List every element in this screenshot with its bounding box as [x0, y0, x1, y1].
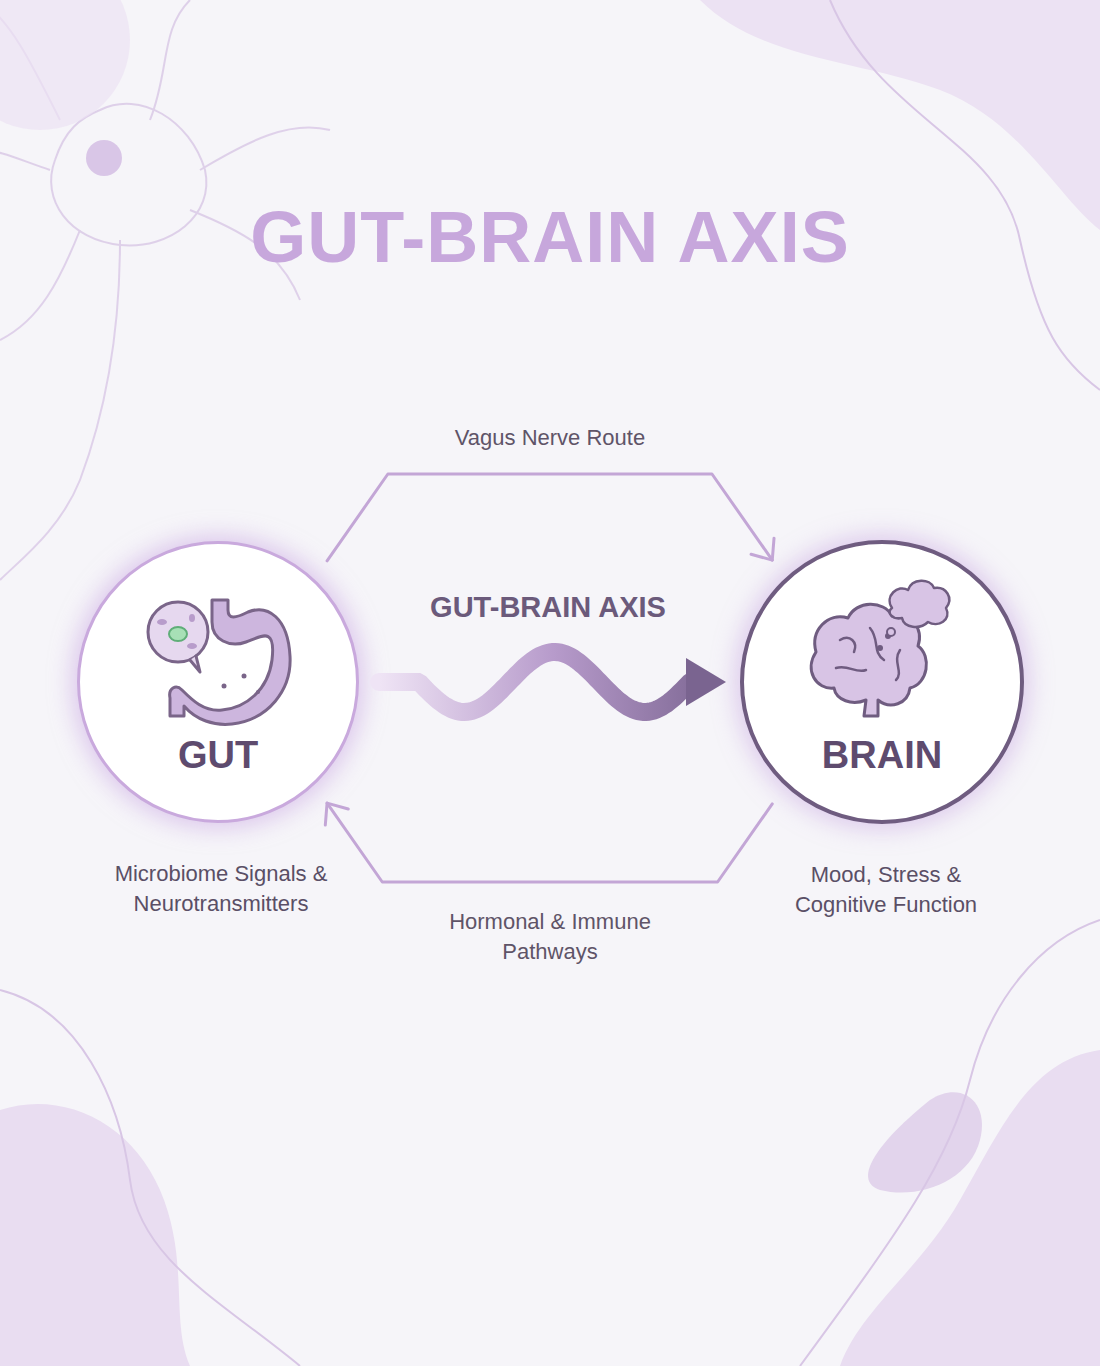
node-heading: BRAIN [744, 734, 1020, 777]
node-circle: BRAINMood, Stress & Cognitive Function [740, 540, 1024, 824]
corner-glow [0, 0, 130, 130]
arrow-head [325, 803, 348, 825]
edge-label: GUT-BRAIN AXIS [368, 592, 728, 622]
connector-line [327, 803, 772, 882]
decor-curve [800, 920, 1100, 1366]
diagram-title: GUT-BRAIN AXIS [0, 196, 1100, 278]
connector-line [327, 474, 772, 561]
corner-blob [700, 0, 1100, 230]
stomach-icon [148, 600, 290, 724]
corner-blob [840, 1050, 1100, 1366]
node-caption: Mood, Stress & Cognitive Function [771, 860, 1001, 920]
brain-icon [811, 581, 949, 716]
connector [327, 474, 774, 561]
node-heading: GUT [80, 734, 356, 777]
node-caption: Microbiome Signals & Neurotransmitters [101, 859, 341, 919]
small-blob [868, 1092, 982, 1192]
decor-curve [830, 0, 1100, 390]
arrow-head [686, 658, 726, 706]
decor-curve [0, 990, 300, 1366]
neuron-nucleus [86, 140, 122, 176]
edge-label: Hormonal & Immune Pathways [420, 907, 680, 967]
connector [379, 652, 726, 712]
edge-label: Vagus Nerve Route [390, 423, 710, 453]
arrow-head [751, 538, 774, 560]
node-circle: GUTMicrobiome Signals & Neurotransmitter… [77, 541, 359, 823]
connector [325, 803, 772, 882]
corner-blob [0, 1104, 190, 1366]
wave-connector [379, 652, 690, 712]
